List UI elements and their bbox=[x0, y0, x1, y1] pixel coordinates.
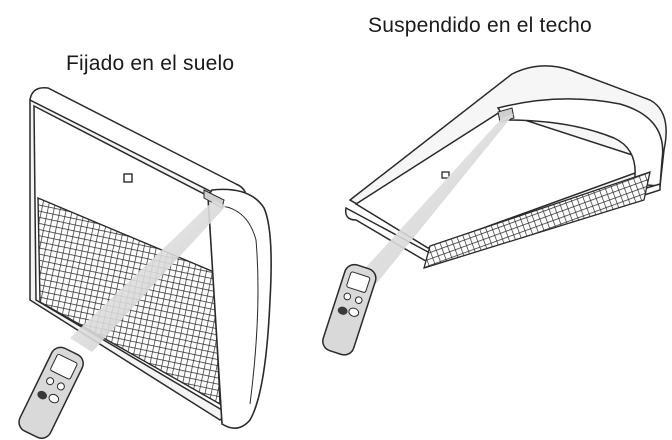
ceiling-unit-indicator bbox=[441, 171, 450, 179]
floor-remote-beam bbox=[70, 200, 226, 352]
ceiling-suspended-label: Suspendido en el techo bbox=[368, 14, 592, 37]
floor-unit-indicator bbox=[123, 173, 133, 183]
ceiling-unit-grille bbox=[423, 171, 651, 269]
remote-control-icon bbox=[18, 346, 84, 439]
floor-mounted-label: Fijado en el suelo bbox=[66, 52, 235, 75]
ceiling-remote-beam bbox=[358, 114, 514, 284]
remote-control-icon bbox=[322, 263, 377, 356]
